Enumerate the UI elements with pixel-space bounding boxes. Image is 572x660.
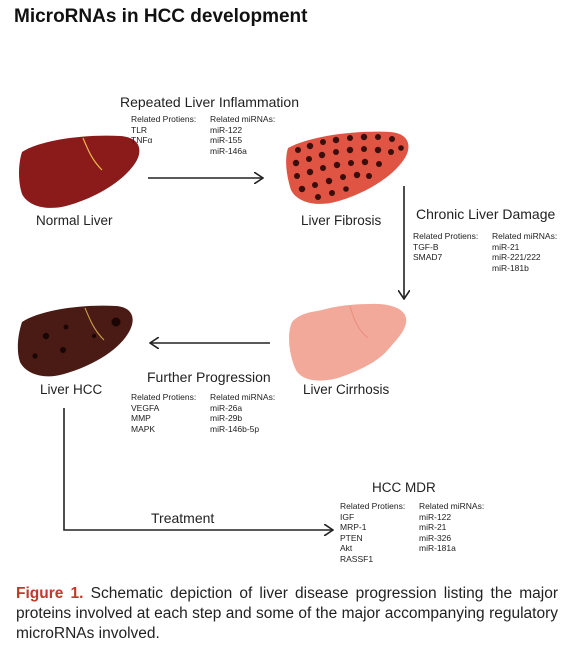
protein-item: IGF <box>340 511 355 522</box>
mirna-item: miR-155 <box>210 135 243 145</box>
mirna-item: miR-181a <box>419 543 456 553</box>
stage-label-liver-cirrhosis: Liver Cirrhosis <box>303 382 390 397</box>
mirnas-header: Related miRNAs: <box>419 501 485 511</box>
mirna-item: miR-26a <box>210 402 243 413</box>
stage-label-liver-hcc: Liver HCC <box>40 382 103 397</box>
mirna-item: miR-29b <box>210 413 243 423</box>
normal-liver-illustration <box>19 135 140 208</box>
mirna-item: miR-146b-5p <box>210 423 260 434</box>
protein-item: TGF-B <box>413 241 439 252</box>
proteins-header: Related Protiens: <box>131 392 197 402</box>
protein-item: MMP <box>131 413 151 423</box>
protein-item: RASSF1 <box>340 553 374 564</box>
figure-title: MicroRNAs in HCC development <box>14 6 308 27</box>
protein-item: PTEN <box>340 532 363 543</box>
protein-item: SMAD7 <box>413 252 443 262</box>
mirna-item: miR-21 <box>419 522 447 532</box>
fibrosis-liver-illustration <box>286 131 409 204</box>
mdr-proteins: Related Protiens: IGF MRP-1 PTEN Akt RAS… <box>340 501 405 564</box>
mirna-item: miR-122 <box>419 511 452 522</box>
damage-mirnas: Related miRNAs: miR-21 miR-221/222 miR-1… <box>492 231 557 273</box>
stage-label-liver-fibrosis: Liver Fibrosis <box>301 213 382 228</box>
proteins-header: Related Protiens: <box>340 501 406 511</box>
progression-proteins: Related Protiens: VEGFA MMP MAPK <box>131 392 196 434</box>
progression-diagram <box>17 131 572 580</box>
mirnas-header: Related miRNAs: <box>210 114 276 124</box>
step-label-treatment: Treatment <box>151 510 215 526</box>
figure-caption-text: Schematic depiction of liver disease pro… <box>16 585 558 642</box>
mirna-item: miR-122 <box>210 124 243 135</box>
protein-item: Akt <box>340 543 353 553</box>
protein-item: MRP-1 <box>340 522 367 532</box>
arrow-hcc-to-treatment <box>63 408 333 530</box>
mdr-mirnas: Related miRNAs: miR-122 miR-21 miR-326 m… <box>419 501 484 554</box>
proteins-header: Related Protiens: <box>131 114 197 124</box>
step-label-further-progression: Further Progression <box>147 369 271 385</box>
hcc-liver-illustration <box>17 305 133 377</box>
step-label-inflammation: Repeated Liver Inflammation <box>120 94 299 110</box>
protein-item: TLR <box>131 124 148 135</box>
stage-label-hcc-mdr: HCC MDR <box>372 480 436 495</box>
cirrhosis-liver-illustration <box>289 303 407 381</box>
protein-item: TNFα <box>131 135 153 145</box>
mirna-item: miR-221/222 <box>492 252 541 262</box>
damage-proteins: Related Protiens: TGF-B SMAD7 <box>413 231 478 263</box>
inflammation-mirnas: Related miRNAs: miR-122 miR-155 miR-146a <box>210 114 275 156</box>
mirnas-header: Related miRNAs: <box>210 392 276 402</box>
proteins-header: Related Protiens: <box>413 231 479 241</box>
mirna-item: miR-326 <box>419 532 452 543</box>
mirna-item: miR-146a <box>210 145 247 156</box>
inflammation-proteins: Related Protiens: TLR TNFα <box>131 114 196 146</box>
step-label-chronic-damage: Chronic Liver Damage <box>416 206 556 222</box>
figure-caption: Figure 1. Schematic depiction of liver d… <box>16 584 558 644</box>
progression-mirnas: Related miRNAs: miR-26a miR-29b miR-146b… <box>210 392 275 434</box>
stage-label-normal-liver: Normal Liver <box>36 213 113 228</box>
figure-label: Figure 1. <box>16 585 84 602</box>
mirnas-header: Related miRNAs: <box>492 231 558 241</box>
protein-item: MAPK <box>131 423 156 434</box>
mirna-item: miR-181b <box>492 262 529 273</box>
protein-item: VEGFA <box>131 402 160 413</box>
mirna-item: miR-21 <box>492 241 520 252</box>
